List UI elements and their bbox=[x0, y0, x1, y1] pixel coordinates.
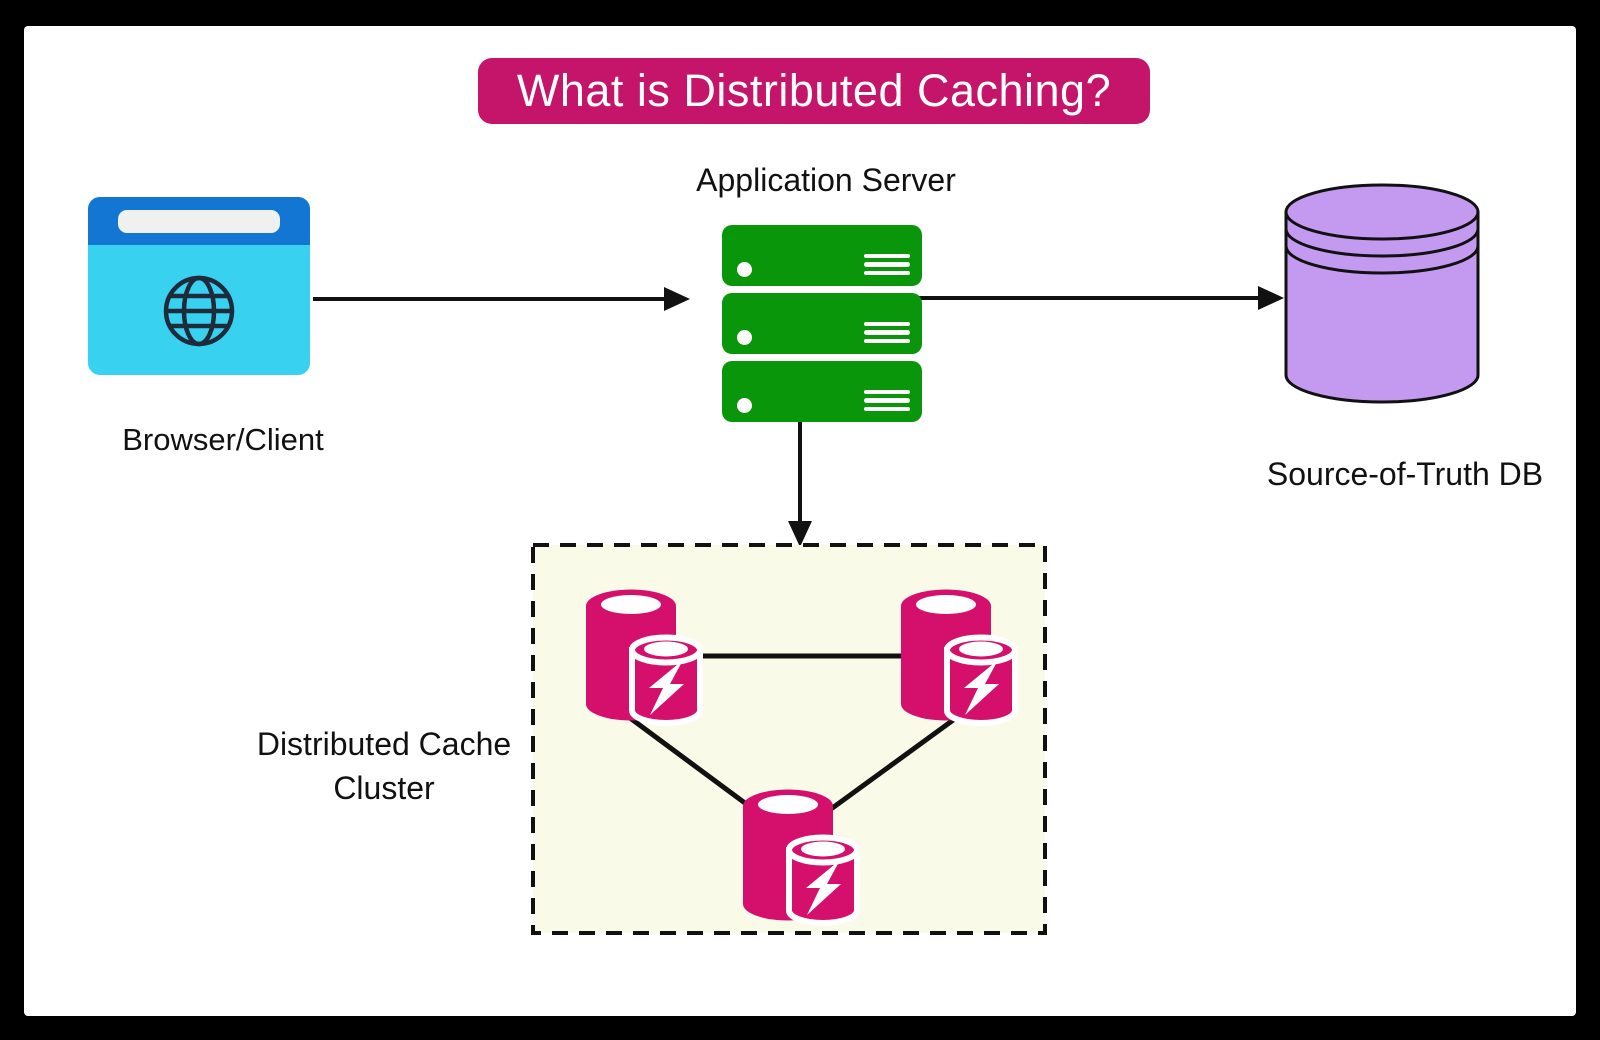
database-cylinder-icon bbox=[1284, 183, 1480, 404]
vent-lines-icon bbox=[864, 386, 910, 411]
arrowhead-browser-to-appserver-icon bbox=[664, 287, 690, 311]
arrowhead-appserver-to-cluster-icon bbox=[788, 521, 812, 547]
diagram-canvas: What is Distributed Caching? Browser/Cli… bbox=[24, 26, 1576, 1016]
server-stack-icon bbox=[722, 225, 922, 429]
server-unit bbox=[722, 361, 922, 422]
db-body bbox=[1284, 210, 1480, 404]
db-ring bbox=[1284, 228, 1480, 258]
page-title: What is Distributed Caching? bbox=[516, 65, 1112, 116]
power-led-icon bbox=[737, 262, 752, 277]
app-server-label: Application Server bbox=[696, 162, 956, 198]
db-top bbox=[1284, 183, 1480, 241]
globe-icon bbox=[163, 275, 235, 347]
cluster-link-2-3 bbox=[829, 715, 958, 812]
browser-window-icon bbox=[88, 197, 310, 375]
server-unit bbox=[722, 293, 922, 354]
db-ring bbox=[1284, 245, 1480, 275]
server-unit bbox=[722, 225, 922, 286]
arrowhead-appserver-to-db-icon bbox=[1258, 286, 1284, 310]
cache-cluster-box bbox=[531, 543, 1047, 935]
cluster-link-1-3 bbox=[624, 712, 755, 812]
title-banner: What is Distributed Caching? bbox=[478, 58, 1150, 124]
address-bar bbox=[118, 210, 280, 233]
power-led-icon bbox=[737, 398, 752, 413]
database-label: Source-of-Truth DB bbox=[1266, 456, 1544, 492]
vent-lines-icon bbox=[864, 318, 910, 343]
cache-cluster-label: Distributed Cache Cluster bbox=[256, 726, 512, 806]
vent-lines-icon bbox=[864, 250, 910, 275]
power-led-icon bbox=[737, 330, 752, 345]
browser-label: Browser/Client bbox=[122, 422, 324, 457]
